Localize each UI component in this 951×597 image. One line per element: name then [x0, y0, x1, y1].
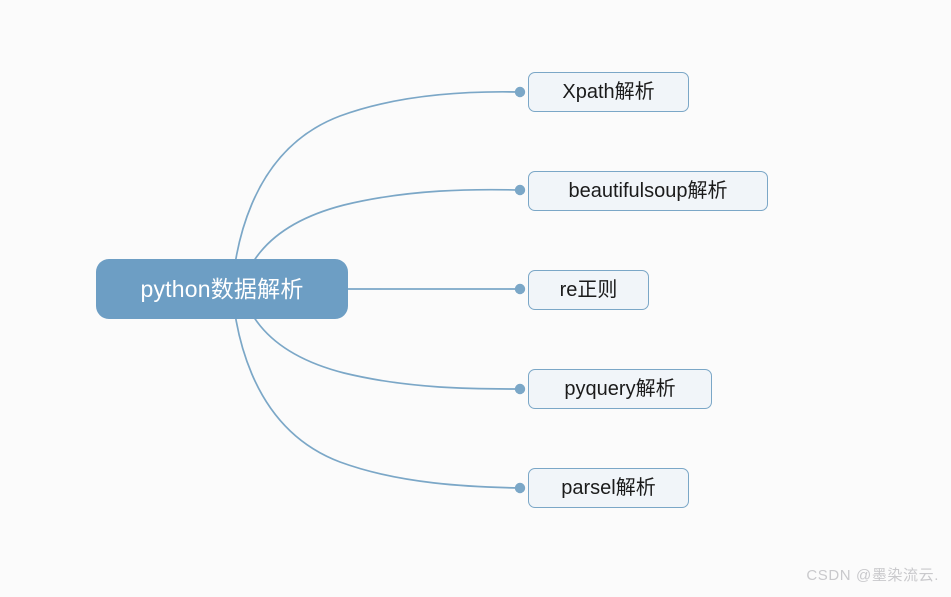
connector-dot-xpath: [514, 86, 526, 98]
watermark-text: CSDN @墨染流云.: [806, 567, 939, 584]
mindmap-node-label: parsel解析: [561, 477, 656, 499]
connector-dot-re: [514, 283, 526, 295]
connector-dot-beautifulsoup: [514, 184, 526, 196]
mindmap-node-label: beautifulsoup解析: [568, 180, 728, 202]
mindmap-node-xpath[interactable]: Xpath解析: [528, 72, 689, 112]
mindmap-node-label: pyquery解析: [564, 378, 676, 400]
mindmap-node-parsel[interactable]: parsel解析: [528, 468, 689, 508]
mindmap-node-re[interactable]: re正则: [528, 270, 649, 310]
mindmap-root-label: python数据解析: [140, 275, 304, 302]
mindmap-node-pyquery[interactable]: pyquery解析: [528, 369, 712, 409]
mindmap-root-node[interactable]: python数据解析: [96, 259, 348, 319]
connector-dot-pyquery: [514, 383, 526, 395]
mindmap-node-label: Xpath解析: [562, 81, 655, 103]
mindmap-node-beautifulsoup[interactable]: beautifulsoup解析: [528, 171, 768, 211]
mindmap-node-label: re正则: [559, 279, 618, 301]
connector-dot-parsel: [514, 482, 526, 494]
